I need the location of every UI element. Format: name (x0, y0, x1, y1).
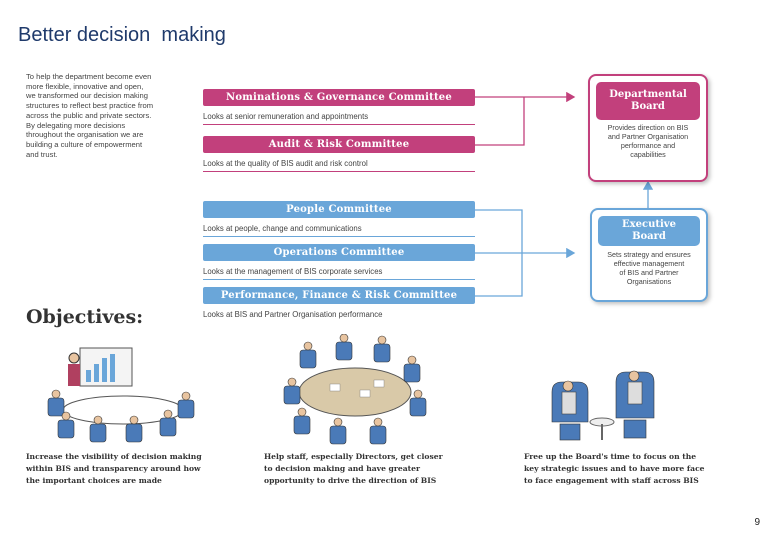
audit-committee-desc: Looks at the quality of BIS audit and ri… (203, 159, 368, 168)
objective-line: opportunity to drive the direction of BI… (264, 476, 437, 485)
people-committee-desc: Looks at people, change and communicatio… (203, 224, 362, 233)
performance-committee-desc: Looks at BIS and Partner Organisation pe… (203, 310, 383, 319)
objective-2: Help staff, especially Directors, get cl… (264, 451, 443, 487)
board-desc-line: effective management (613, 259, 685, 268)
intro-line: building a culture of empowerment (26, 139, 143, 149)
objective-1: Increase the visibility of decision maki… (26, 451, 202, 487)
intro-line: By delegating more decisions (26, 120, 126, 130)
audit-committee-bar: Audit & Risk Committee (203, 136, 475, 153)
objective-line: key strategic issues and to have more fa… (524, 464, 705, 473)
divider (203, 279, 475, 280)
nominations-committee-desc: Looks at senior remuneration and appoint… (203, 112, 369, 121)
objective-line: the important choices are made (26, 476, 162, 485)
board-desc-line: capabilities (630, 150, 666, 159)
page-title: Better decision making (18, 24, 226, 46)
objective-line: within BIS and transparency around how (26, 464, 201, 473)
executive-board-desc: Sets strategy and ensures effective mana… (598, 250, 700, 286)
objective-line: Help staff, especially Directors, get cl… (264, 452, 443, 461)
intro-line: across the public and private sectors. (26, 110, 152, 120)
intro-line: we transformed our decision making (26, 91, 148, 101)
board-title-line: Executive (622, 219, 676, 230)
intro-line: and trust. (26, 149, 58, 159)
board-desc-line: and Partner Organisation (607, 132, 689, 141)
board-desc-line: Organisations (626, 277, 672, 286)
divider (203, 171, 475, 172)
intro-line: throughout the organisation we are (26, 130, 144, 140)
divider (203, 236, 475, 237)
nominations-committee-bar: Nominations & Governance Committee (203, 89, 475, 106)
objective-line: to face engagement with staff across BIS (524, 476, 699, 485)
departmental-board-desc: Provides direction on BIS and Partner Or… (596, 123, 700, 159)
intro-line: more flexible, innovative and open, (26, 81, 144, 91)
board-desc-line: of BIS and Partner (619, 268, 679, 277)
board-desc-line: Sets strategy and ensures (607, 250, 691, 259)
operations-committee-bar: Operations Committee (203, 244, 475, 261)
objective-line: to decision making and have greater (264, 464, 420, 473)
objectives-heading: Objectives: (26, 306, 144, 328)
board-desc-line: performance and (620, 141, 676, 150)
objective-3: Free up the Board's time to focus on the… (524, 451, 705, 487)
objective-line: Increase the visibility of decision maki… (26, 452, 202, 461)
page-number: 9 (754, 517, 760, 528)
team-discussion-illustration (283, 334, 427, 445)
performance-committee-bar: Performance, Finance & Risk Committee (203, 287, 475, 304)
divider (203, 124, 475, 125)
presentation-meeting-illustration (47, 347, 195, 443)
intro-line: To help the department become even (26, 72, 152, 81)
board-title-line: Board (632, 231, 666, 242)
people-committee-bar: People Committee (203, 201, 475, 218)
one-to-one-meeting-illustration (551, 370, 655, 441)
audit-connector (474, 97, 525, 146)
intro-line: structures to reflect best practice from (26, 101, 154, 111)
board-title-line: Board (631, 101, 665, 112)
objective-line: Free up the Board's time to focus on the (524, 452, 697, 461)
intro-text: To help the department become even more … (26, 72, 176, 159)
board-desc-line: Provides direction on BIS (607, 123, 689, 132)
operations-committee-desc: Looks at the management of BIS corporate… (203, 267, 383, 276)
board-title-line: Departmental (609, 89, 687, 100)
